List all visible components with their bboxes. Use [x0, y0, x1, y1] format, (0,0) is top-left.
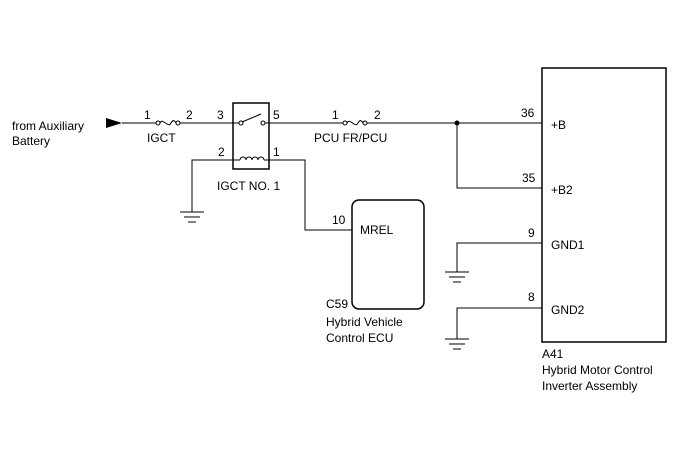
ecu-name-line1: Hybrid Vehicle: [326, 315, 403, 329]
source-label-line1: from Auxiliary: [12, 119, 84, 133]
inverter-terminal-b2: +B2: [551, 183, 573, 197]
inverter-pin-35: 35: [522, 171, 536, 185]
pcu-fuse-pin-2: 2: [374, 108, 381, 122]
relay-pin-2: 2: [218, 145, 225, 159]
wire-pcu-to-b2: [456, 123, 542, 189]
inverter-pin-8: 8: [528, 290, 535, 304]
inverter-name-line2: Inverter Assembly: [542, 379, 637, 393]
inverter-connector: A41: [542, 347, 564, 361]
fuse-element-icon: [159, 120, 177, 126]
fuse-element-icon: [346, 120, 364, 126]
ecu-pin-10: 10: [332, 213, 346, 227]
igct-fuse-label: IGCT: [147, 131, 176, 145]
igct-fuse: [155, 120, 181, 126]
pcu-fuse-label: PCU FR/PCU: [314, 131, 387, 145]
relay-coil-icon: [239, 156, 265, 161]
relay-pin-5: 5: [273, 108, 280, 122]
fuse-terminal-icon: [155, 120, 161, 126]
inverter-box: [541, 67, 667, 343]
fuse-terminal-icon: [342, 120, 348, 126]
wire-gnd2: [456, 307, 542, 339]
ecu-name-line2: Control ECU: [326, 331, 393, 345]
relay-label: IGCT NO. 1: [217, 179, 280, 193]
wire-gnd1: [456, 242, 542, 272]
inverter-terminal-b: +B: [551, 118, 566, 132]
inverter-name-line1: Hybrid Motor Control: [542, 363, 653, 377]
pcu-fuse: [342, 120, 368, 126]
fuse-terminal-icon: [175, 120, 181, 126]
inverter-terminal-gnd2: GND2: [551, 303, 585, 317]
relay-contact-icon: [260, 120, 266, 126]
source-arrow-icon: [106, 118, 122, 128]
wire-relay-to-ecu: [269, 159, 352, 231]
source-label-line2: Battery: [12, 134, 50, 148]
pcu-fuse-pin-1: 1: [332, 108, 339, 122]
fuse-terminal-icon: [362, 120, 368, 126]
relay-pin-1: 1: [273, 145, 280, 159]
igct-fuse-pin-1: 1: [144, 108, 151, 122]
igct-fuse-pin-2: 2: [186, 108, 193, 122]
ecu-terminal-mrel: MREL: [360, 223, 394, 237]
relay-igct-no1: [232, 102, 270, 170]
ground-icon: [445, 338, 469, 350]
inverter-pin-9: 9: [528, 226, 535, 240]
ecu-box: [351, 199, 425, 310]
inverter-terminal-gnd1: GND1: [551, 238, 585, 252]
ground-icon: [180, 211, 204, 223]
wire-relay-to-ground: [191, 159, 233, 212]
relay-box: [232, 102, 270, 170]
ground-icon: [445, 271, 469, 283]
relay-switch-arm-icon: [241, 113, 262, 123]
relay-pin-3: 3: [217, 108, 224, 122]
inverter-pin-36: 36: [521, 106, 535, 120]
ecu-connector: C59: [326, 297, 348, 311]
